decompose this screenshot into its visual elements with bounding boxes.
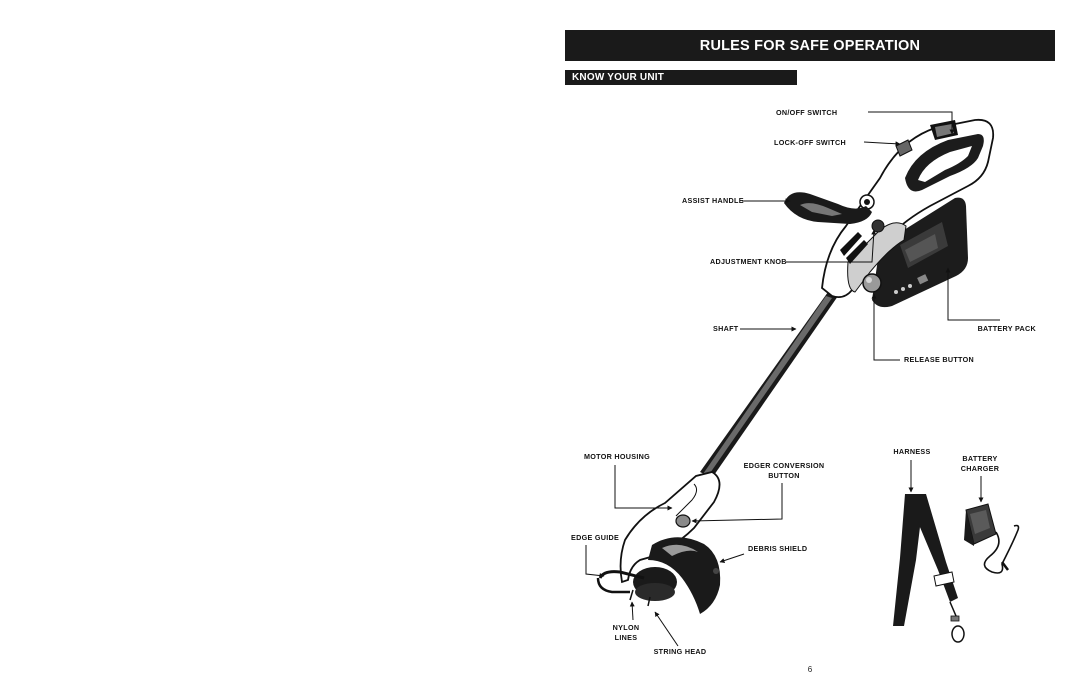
motor-housing	[619, 471, 721, 584]
label-battery-charger-1: BATTERY	[962, 454, 997, 463]
callout-labels: ON/OFF SWITCH LOCK-OFF SWITCH ASSIST HAN…	[571, 108, 1037, 656]
label-nylon-lines-1: NYLON	[613, 623, 640, 632]
label-shaft: SHAFT	[713, 324, 739, 333]
release-button	[862, 273, 882, 293]
page-title-banner: RULES FOR SAFE OPERATION	[565, 30, 1055, 61]
harness-illustration	[893, 494, 965, 643]
label-string-head: STRING HEAD	[654, 647, 707, 656]
label-release-button: RELEASE BUTTON	[904, 355, 974, 364]
label-edge-guide: EDGE GUIDE	[571, 533, 619, 542]
edger-conversion-button	[675, 514, 691, 528]
adjustment-knob	[871, 219, 885, 233]
label-nylon-lines-2: LINES	[615, 633, 638, 642]
leader-lines	[585, 111, 1000, 647]
page-number: 6	[807, 665, 813, 674]
label-harness: HARNESS	[893, 447, 930, 456]
string-trimmer-illustration	[596, 118, 995, 614]
label-debris-shield: DEBRIS SHIELD	[748, 544, 807, 553]
label-edger-conversion-2: BUTTON	[768, 471, 800, 480]
label-edger-conversion-1: EDGER CONVERSION	[744, 461, 825, 470]
label-motor-housing: MOTOR HOUSING	[584, 452, 650, 461]
battery-charger-illustration	[964, 503, 1020, 574]
label-on-off-switch: ON/OFF SWITCH	[776, 108, 837, 117]
section-heading: KNOW YOUR UNIT	[572, 72, 665, 83]
label-lock-off-switch: LOCK-OFF SWITCH	[774, 138, 846, 147]
section-heading-bar: KNOW YOUR UNIT	[565, 70, 797, 85]
label-battery-charger-2: CHARGER	[961, 464, 1000, 473]
label-adjustment-knob: ADJUSTMENT KNOB	[710, 257, 787, 266]
debris-shield	[648, 537, 721, 614]
label-battery-pack: BATTERY PACK	[978, 324, 1037, 333]
page-title: RULES FOR SAFE OPERATION	[699, 37, 921, 54]
label-assist-handle: ASSIST HANDLE	[682, 196, 744, 205]
